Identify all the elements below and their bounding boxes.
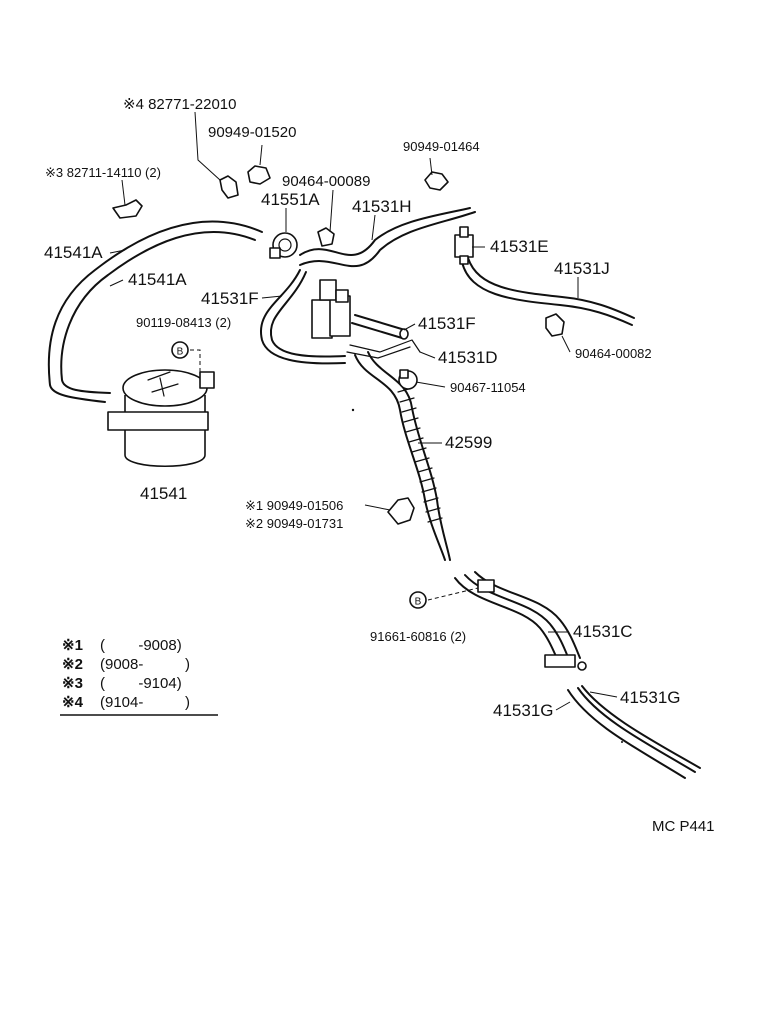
legend-text-2: (9008- ) [100, 656, 190, 673]
callout-b-upper: B [171, 341, 201, 375]
hose-41531f-left [259, 269, 346, 365]
label-41531f-right: 41531F [418, 314, 476, 333]
label-90464-00082: 90464-00082 [575, 346, 652, 361]
clip-82711-14110 [112, 199, 143, 219]
label-41541a-outer: 41541A [44, 243, 103, 262]
label-41531f-left: 41531F [201, 289, 259, 308]
clip-90464-00082 [545, 313, 565, 337]
label-41531c: 41531C [573, 622, 633, 641]
vsv-cluster [311, 279, 351, 339]
label-41531h: 41531H [352, 197, 412, 216]
label-90467-11054: 90467-11054 [450, 380, 526, 395]
label-41541: 41541 [140, 484, 187, 503]
legend-mark-1: ※1 [62, 637, 83, 654]
legend-mark-3: ※3 [62, 675, 83, 692]
label-41531j: 41531J [554, 259, 610, 278]
label-90119-08413: 90119-08413 (2) [136, 315, 231, 330]
label-90464-00089: 90464-00089 [282, 173, 370, 190]
clip-90949-01506 [387, 497, 415, 525]
page-code: MC P441 [652, 818, 715, 835]
pipe-41531c [454, 571, 587, 671]
label-90949-01506: ※1 90949-01506 [245, 498, 343, 513]
label-90949-01464: 90949-01464 [403, 139, 480, 154]
hose-41531j [461, 257, 635, 326]
legend: ※1 ( -9008) ※2 (9008- ) ※3 ( -9104) ※4 (… [60, 637, 218, 716]
clip-82771-22010 [219, 175, 239, 199]
canister-41541 [107, 369, 215, 467]
label-41531g-right: 41531G [620, 688, 681, 707]
filter-41531e [454, 226, 474, 265]
label-42599: 42599 [445, 433, 492, 452]
label-41541a-inner: 41541A [128, 270, 187, 289]
callout-b-lower-label: B [415, 597, 422, 608]
legend-mark-2: ※2 [62, 656, 83, 673]
label-91661-60816: 91661-60816 (2) [370, 629, 466, 644]
label-82711-14110: ※3 82711-14110 (2) [45, 165, 161, 180]
pipe-41531g [567, 685, 701, 779]
callout-b-lower: B [409, 587, 479, 609]
clip-90464-00089 [317, 227, 335, 247]
clip-90467-11054 [398, 369, 418, 390]
hose-41541a [47, 220, 263, 403]
label-41551a: 41551A [261, 190, 320, 209]
label-90949-01731: ※2 90949-01731 [245, 516, 343, 531]
label-90949-01520: 90949-01520 [208, 124, 296, 141]
valve-41551a [269, 232, 298, 259]
label-41531g-left: 41531G [493, 701, 554, 720]
clip-90949-01520 [247, 165, 271, 185]
label-82771-22010: ※4 82771-22010 [123, 96, 237, 113]
hose-41531h [299, 207, 476, 268]
label-41531d: 41531D [438, 348, 498, 367]
legend-text-4: (9104- ) [100, 694, 190, 711]
pipe-41531d [346, 339, 421, 359]
legend-text-3: ( -9104) [100, 675, 182, 692]
pipe-41531f-right [351, 314, 409, 340]
callout-b-upper-label: B [177, 347, 184, 358]
legend-text-1: ( -9008) [100, 637, 182, 654]
hose-42599 [354, 351, 451, 561]
legend-mark-4: ※4 [62, 694, 84, 711]
label-41531e: 41531E [490, 237, 549, 256]
clip-90949-01464 [424, 171, 449, 191]
